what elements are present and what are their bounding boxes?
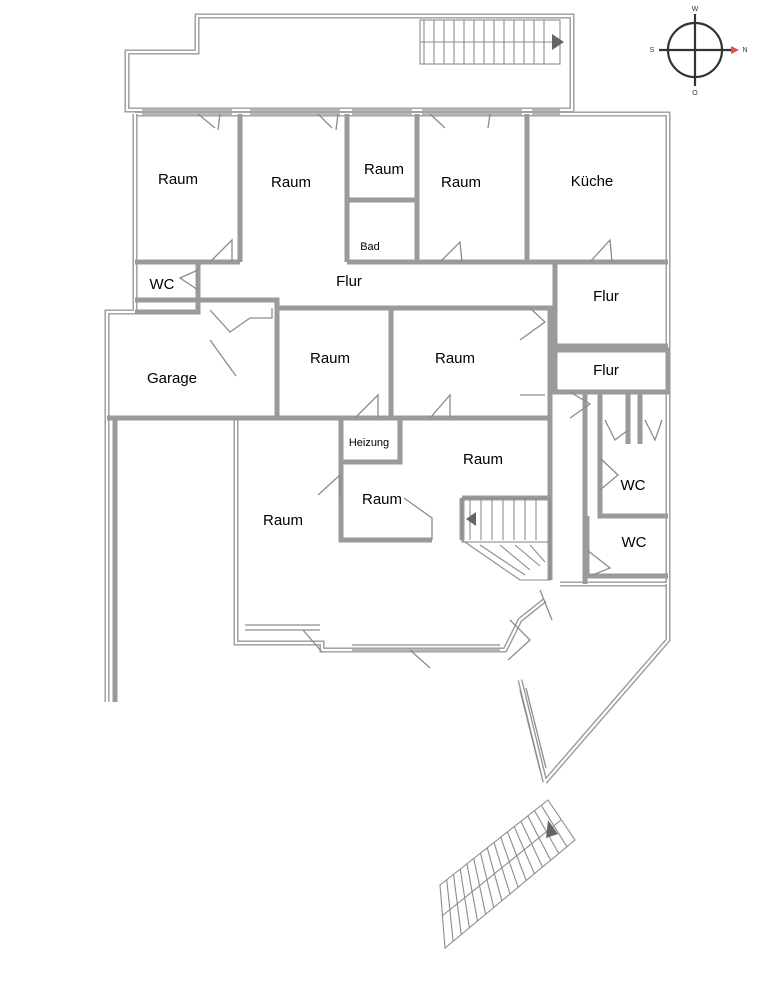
compass: W O S N [650, 6, 748, 97]
room-label-raum-5: Raum [310, 350, 350, 367]
room-labels: Raum Raum Raum Raum Küche Bad WC Flur Fl… [147, 161, 647, 551]
room-label-garage: Garage [147, 370, 197, 387]
north-arrow-icon [731, 46, 739, 54]
stair-inner-arrow-icon [466, 512, 476, 526]
room-label-heizung: Heizung [349, 437, 389, 449]
room-label-bad: Bad [360, 241, 380, 253]
stair-tread [479, 852, 495, 908]
stairs-entrance [439, 799, 576, 950]
room-label-kueche: Küche [571, 173, 614, 190]
room-label-flur-3: Flur [593, 362, 619, 379]
room-label-wc-1: WC [150, 276, 175, 293]
stair-tread [452, 874, 462, 935]
interior-walls [107, 114, 671, 584]
stair-tread [459, 868, 470, 928]
room-label-flur-1: Flur [336, 273, 362, 290]
terrace-wall [124, 13, 575, 113]
stair-tread [466, 863, 479, 922]
stair-tread [473, 858, 487, 915]
compass-west-label: W [692, 6, 699, 13]
windows [142, 109, 560, 771]
stair-tread [446, 879, 454, 942]
left-facade-wall [104, 114, 138, 702]
room-label-wc-2: WC [621, 477, 646, 494]
stair-center-line [441, 819, 562, 917]
room-label-raum-2: Raum [271, 174, 311, 191]
room-label-raum-4: Raum [441, 174, 481, 191]
room-label-raum-8: Raum [362, 491, 402, 508]
room-label-wc-3: WC [622, 534, 647, 551]
stairs-inner [461, 497, 551, 581]
room-label-raum-3: Raum [364, 161, 404, 178]
room-label-raum-6: Raum [435, 350, 475, 367]
compass-south-label: S [650, 47, 655, 54]
room-label-raum-1: Raum [158, 171, 198, 188]
stair-top-arrow-icon [552, 34, 564, 50]
compass-north-label: N [742, 47, 747, 54]
stair-entrance-arrow-icon [546, 820, 558, 838]
room-label-flur-2: Flur [593, 288, 619, 305]
stairs-top [419, 19, 564, 65]
room-label-raum-9: Raum [263, 512, 303, 529]
compass-east-label: O [692, 90, 698, 97]
room-label-raum-7: Raum [463, 451, 503, 468]
doors [178, 113, 663, 669]
